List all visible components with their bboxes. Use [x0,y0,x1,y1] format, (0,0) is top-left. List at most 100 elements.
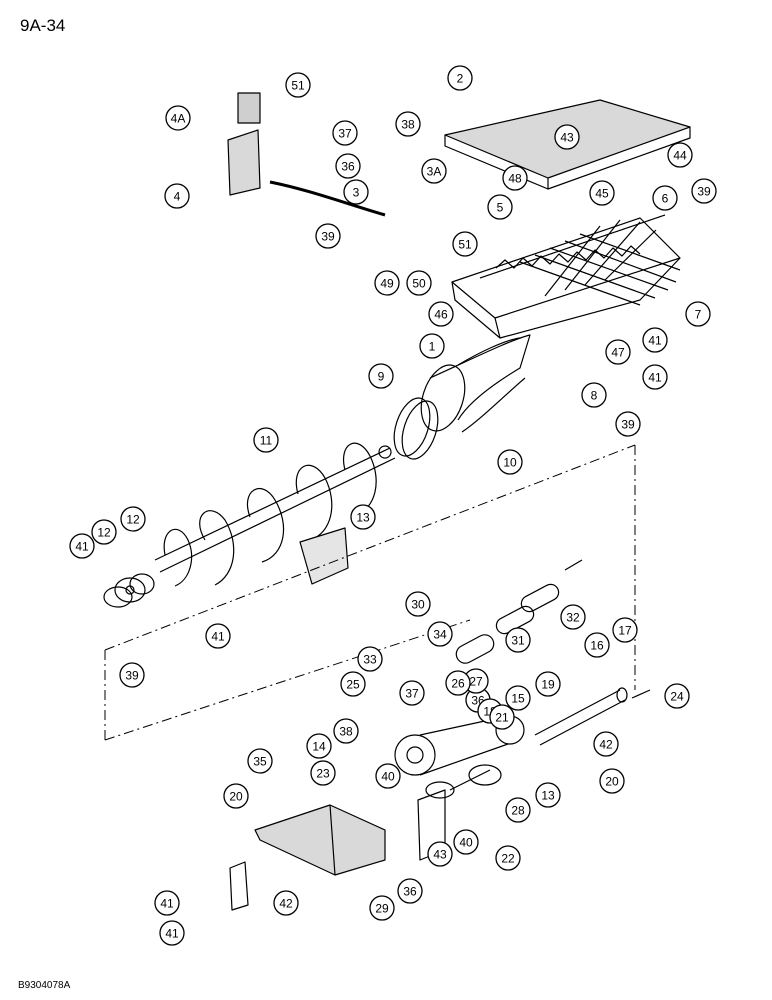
callout-33: 33 [357,646,383,672]
callout-label: 23 [316,767,330,781]
callout-29: 29 [369,895,395,921]
callout-37: 37 [332,120,358,146]
callout-label: 4A [171,112,186,126]
callout-label: 31 [511,634,525,648]
callout-label: 41 [165,927,179,941]
callout-36: 36 [397,878,423,904]
callout-label: 39 [125,669,139,683]
bracket-4a [237,92,261,124]
alignment-line [104,444,636,741]
callout-label: 29 [375,902,389,916]
callout-label: 40 [459,836,473,850]
callout-43: 43 [554,124,580,150]
callout-45: 45 [589,180,615,206]
callout-label: 50 [412,277,426,291]
callout-4: 4 [164,183,190,209]
callout-17: 17 [612,617,638,643]
callout-label: 40 [381,770,395,784]
callout-label: 43 [433,848,447,862]
callout-42: 42 [593,731,619,757]
callout-label: 41 [211,630,225,644]
callout-label: 3A [427,165,442,179]
callout-39: 39 [615,411,641,437]
callout-label: 30 [411,598,425,612]
callout-41: 41 [159,920,185,946]
callout-label: 6 [662,192,669,206]
callout-31: 31 [505,627,531,653]
callout-label: 12 [97,526,111,540]
callout-label: 14 [312,740,326,754]
callout-label: 12 [126,513,140,527]
callout-label: 21 [495,711,509,725]
callout-5: 5 [487,194,513,220]
callout-12: 12 [120,506,146,532]
callout-36: 36 [335,153,361,179]
callout-label: 19 [541,678,555,692]
callout-label: 43 [560,131,574,145]
callout-label: 15 [511,692,525,706]
callout-label: 39 [697,185,711,199]
callout-label: 51 [291,79,305,93]
callout-3: 3 [343,179,369,205]
callout-label: 9 [378,370,385,384]
callout-label: 42 [599,738,613,752]
callout-label: 17 [618,624,632,638]
callout-label: 32 [566,611,580,625]
callout-28: 28 [505,797,531,823]
callout-40: 40 [375,763,401,789]
callout-label: 41 [160,897,174,911]
callout-39: 39 [691,178,717,204]
callout-label: 39 [321,230,335,244]
callout-47: 47 [605,339,631,365]
callout-38: 38 [333,718,359,744]
callout-24: 24 [664,683,690,709]
callout-46: 46 [428,301,454,327]
callout-44: 44 [667,142,693,168]
callout-23: 23 [310,760,336,786]
callout-label: 41 [648,334,662,348]
callout-51: 51 [452,231,478,257]
callout-2: 2 [447,65,473,91]
callout-label: 41 [648,371,662,385]
callout-label: 20 [605,775,619,789]
callout-21: 21 [489,704,515,730]
callout-42: 42 [273,890,299,916]
callout-35: 35 [247,748,273,774]
callout-label: 42 [279,897,293,911]
callout-label: 37 [405,687,419,701]
callout-6: 6 [652,185,678,211]
callout-label: 4 [174,190,181,204]
callout-20: 20 [599,768,625,794]
callout-1: 1 [419,333,445,359]
callout-3A: 3A [421,158,447,184]
bearing-assembly [103,573,155,608]
ring-band [393,397,431,457]
callout-label: 37 [338,127,352,141]
callout-label: 10 [503,456,517,470]
callout-label: 1 [429,340,436,354]
callout-label: 45 [595,187,609,201]
callout-label: 7 [695,308,702,322]
callout-label: 34 [433,628,447,642]
callout-label: 5 [497,201,504,215]
guard-bracket [229,861,249,911]
chain-guard [254,804,386,876]
callout-22: 22 [495,845,521,871]
callout-label: 38 [339,725,353,739]
callout-label: 11 [260,434,273,448]
callout-label: 25 [346,678,360,692]
callout-label: 27 [469,675,483,689]
callout-16: 16 [584,632,610,658]
callout-39: 39 [119,662,145,688]
callout-10: 10 [497,449,523,475]
callout-43: 43 [427,841,453,867]
callout-label: 16 [590,639,604,653]
callout-38: 38 [395,111,421,137]
callout-39: 39 [315,223,341,249]
callout-37: 37 [399,680,425,706]
callout-41: 41 [69,533,95,559]
callout-label: 36 [403,885,417,899]
shield-plate [299,527,349,585]
